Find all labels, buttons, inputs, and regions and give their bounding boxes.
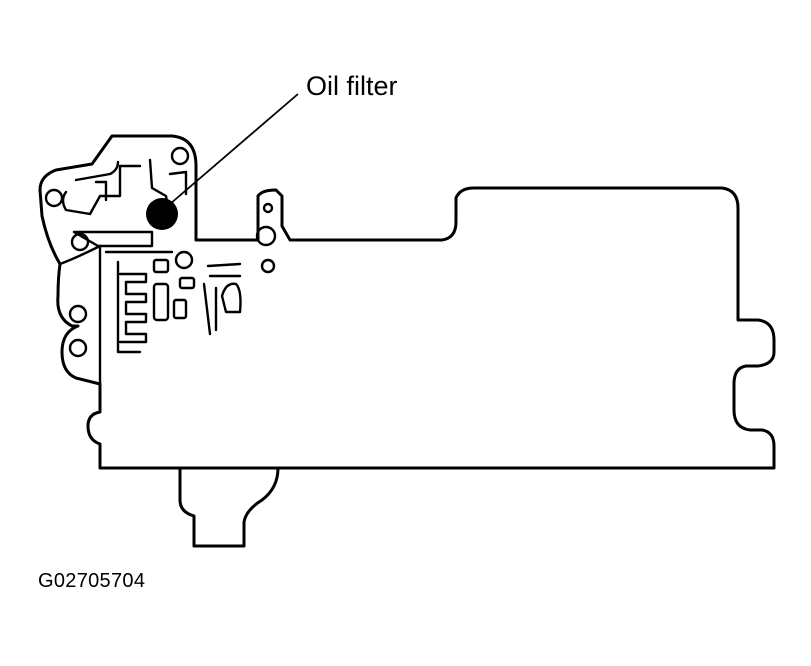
passage-top-4	[168, 170, 188, 196]
port	[172, 298, 188, 320]
port	[152, 258, 170, 274]
oil-filter-marker	[146, 198, 178, 230]
port	[178, 276, 196, 290]
serpentine-channel-left	[116, 260, 142, 354]
bolt-hole	[44, 188, 64, 208]
passage-top-1	[61, 164, 142, 216]
oil-filter-leader-line	[169, 93, 299, 205]
port	[152, 282, 170, 322]
valve-body-outline	[38, 134, 776, 470]
bolt-hole	[68, 338, 88, 358]
bolt-hole	[260, 258, 276, 274]
channel-right-loop	[220, 282, 242, 314]
bolt-hole	[255, 225, 277, 247]
bolt-hole	[70, 232, 90, 252]
channel-right-1	[206, 262, 242, 268]
valve-body-lower-tab	[178, 466, 280, 548]
bolt-hole	[174, 250, 194, 270]
bolt-hole	[262, 202, 274, 214]
serpentine-channel	[118, 272, 148, 344]
bolt-hole	[170, 146, 190, 166]
passage-diagonal	[72, 230, 154, 248]
left-upper-wall	[58, 244, 102, 266]
figure-code: G02705704	[38, 570, 146, 592]
channel-right-3	[202, 282, 212, 336]
oil-filter-label: Oil filter	[306, 71, 398, 101]
passage-top-5	[94, 180, 108, 202]
bolt-hole	[68, 304, 88, 324]
passage-top-2	[74, 160, 120, 182]
